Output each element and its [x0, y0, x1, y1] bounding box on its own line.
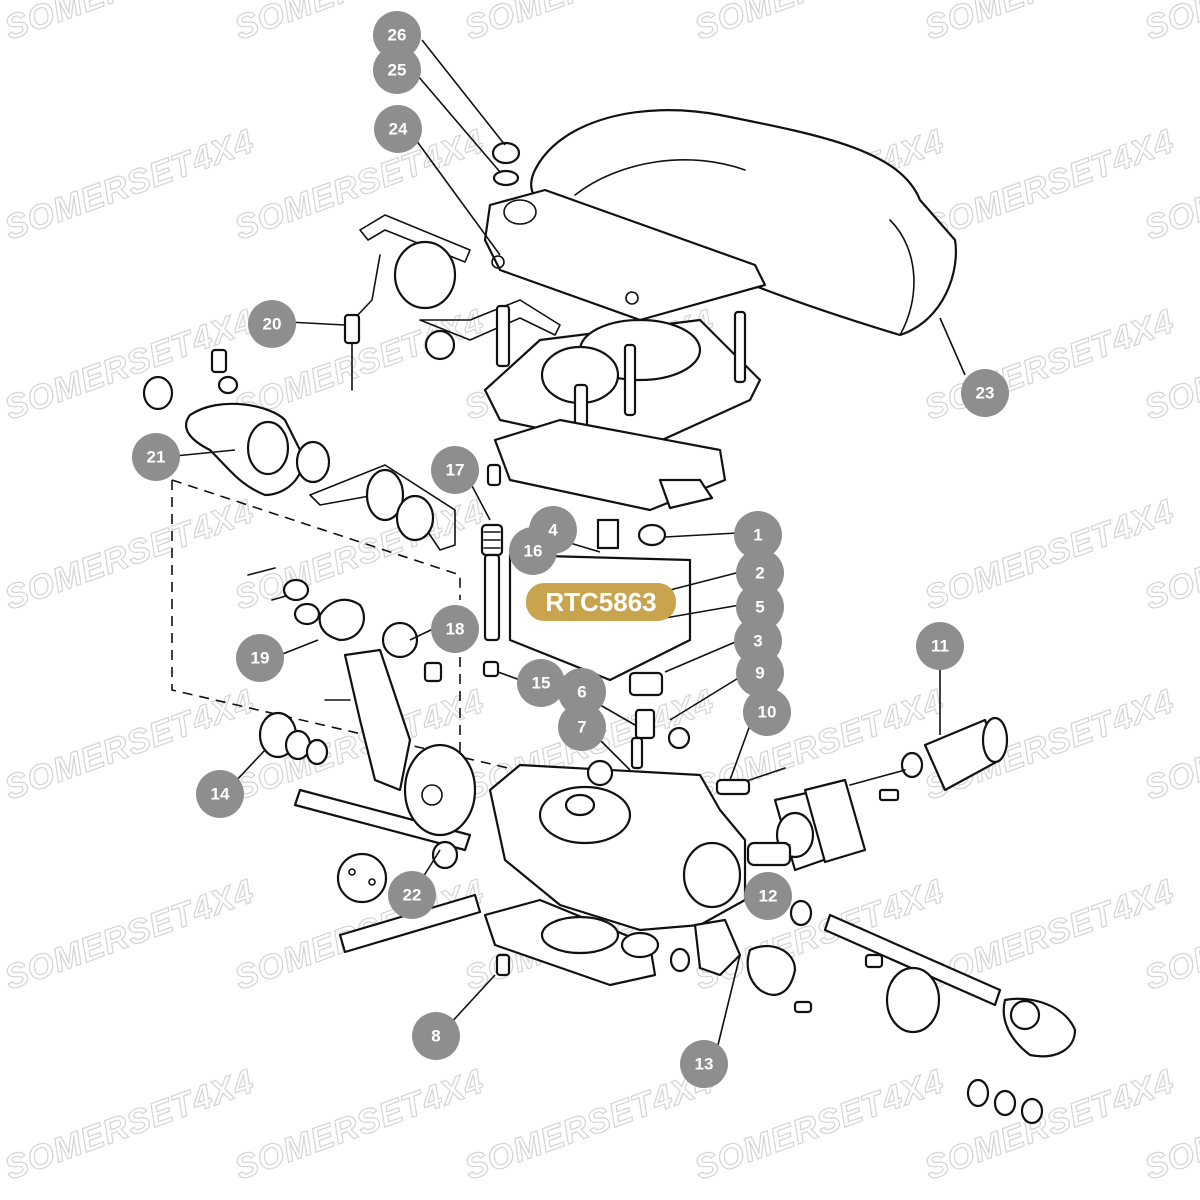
callout-bubble: [734, 511, 782, 559]
callout-number: 13: [695, 1055, 714, 1074]
watermark-text: SOMERSET4X4: [230, 0, 489, 48]
callout-bubble: [196, 770, 244, 818]
callout-12: 12: [744, 872, 792, 920]
callout-11: 11: [916, 622, 964, 670]
callout-number: 23: [976, 384, 995, 403]
callout-8: 8: [412, 1012, 460, 1060]
callout-layer: 1234567891011121314151617181920212223242…: [132, 11, 1009, 1088]
callout-bubble: [680, 1040, 728, 1088]
callout-number: 22: [403, 886, 422, 905]
callout-number: 1: [753, 526, 762, 545]
callout-number: 5: [755, 598, 764, 617]
watermark-text: SOMERSET4X4: [0, 492, 259, 617]
watermark-text: SOMERSET4X4: [0, 1062, 259, 1187]
callout-bubble: [736, 649, 784, 697]
callout-6: 6: [558, 668, 606, 716]
callout-number: 11: [931, 637, 949, 656]
callout-20: 20: [248, 300, 296, 348]
callout-bubble: [744, 872, 792, 920]
watermark-text: SOMERSET4X4: [230, 122, 489, 247]
watermark-text: SOMERSET4X4: [0, 122, 259, 247]
callout-2: 2: [736, 549, 784, 597]
callout-21: 21: [132, 433, 180, 481]
callout-number: 17: [446, 461, 465, 480]
leader-lines: [174, 39, 966, 1046]
watermark-text: SOMERSET4X4: [460, 0, 719, 48]
callout-bubble: [431, 605, 479, 653]
callout-number: 14: [211, 785, 230, 804]
callout-number: 19: [251, 649, 270, 668]
callout-bubble: [412, 1012, 460, 1060]
watermark-text: SOMERSET4X4: [460, 1062, 719, 1187]
watermark-text: SOMERSET4X4: [1140, 0, 1200, 48]
callout-number: 24: [389, 120, 408, 139]
callout-number: 10: [758, 703, 777, 722]
callout-bubble: [236, 634, 284, 682]
callout-number: 7: [577, 718, 586, 737]
watermark-text: SOMERSET4X4: [230, 1062, 489, 1187]
callout-5: 5: [736, 583, 784, 631]
callout-number: 25: [388, 61, 407, 80]
callout-23: 23: [961, 369, 1009, 417]
part-reference-number: RTC5863: [545, 587, 656, 617]
callout-18: 18: [431, 605, 479, 653]
watermark-text: SOMERSET4X4: [920, 492, 1179, 617]
callout-bubble: [961, 369, 1009, 417]
callout-number: 21: [147, 448, 166, 467]
callout-24: 24: [374, 105, 422, 153]
callout-number: 26: [388, 26, 407, 45]
callout-bubble: [509, 527, 557, 575]
callout-number: 4: [548, 521, 558, 540]
watermark-text: SOMERSET4X4: [0, 0, 259, 48]
callout-bubble: [248, 300, 296, 348]
callout-number: 2: [755, 564, 764, 583]
callout-bubble: [374, 105, 422, 153]
callout-bubble: [517, 659, 565, 707]
callout-bubble: [558, 703, 606, 751]
callout-number: 3: [753, 632, 762, 651]
watermark-text: SOMERSET4X4: [920, 1062, 1179, 1187]
callout-number: 16: [524, 542, 543, 561]
callout-bubble: [736, 583, 784, 631]
watermark-text: SOMERSET4X4: [920, 0, 1179, 48]
callout-number: 9: [755, 664, 764, 683]
callout-25: 25: [373, 46, 421, 94]
callout-9: 9: [736, 649, 784, 697]
callout-16: 16: [509, 527, 557, 575]
callout-number: 6: [577, 683, 586, 702]
watermark-text: SOMERSET4X4: [920, 122, 1179, 247]
callout-bubble: [373, 11, 421, 59]
callout-number: 18: [446, 620, 465, 639]
callout-number: 8: [431, 1027, 440, 1046]
callout-number: 15: [532, 674, 551, 693]
callout-26: 26: [373, 11, 421, 59]
watermark-text: SOMERSET4X4: [920, 302, 1179, 427]
callout-number: 12: [759, 887, 778, 906]
callout-bubble: [373, 46, 421, 94]
callout-22: 22: [388, 871, 436, 919]
callout-bubble: [743, 688, 791, 736]
callout-7: 7: [558, 703, 606, 751]
callout-15: 15: [517, 659, 565, 707]
callout-14: 14: [196, 770, 244, 818]
callout-bubble: [916, 622, 964, 670]
callout-19: 19: [236, 634, 284, 682]
callout-bubble: [431, 446, 479, 494]
watermark-text: SOMERSET4X4: [0, 872, 259, 997]
watermark-text: SOMERSET4X4: [230, 492, 489, 617]
callout-bubble: [558, 668, 606, 716]
watermark-text: SOMERSET4X4: [690, 1062, 949, 1187]
callout-17: 17: [431, 446, 479, 494]
callout-bubble: [736, 549, 784, 597]
callout-10: 10: [743, 688, 791, 736]
callout-number: 20: [263, 315, 282, 334]
watermark-text: SOMERSET4X4: [690, 0, 949, 48]
callout-1: 1: [734, 511, 782, 559]
part-reference-badge: RTC5863: [526, 583, 676, 621]
callout-bubble: [388, 871, 436, 919]
callout-13: 13: [680, 1040, 728, 1088]
callout-bubble: [132, 433, 180, 481]
